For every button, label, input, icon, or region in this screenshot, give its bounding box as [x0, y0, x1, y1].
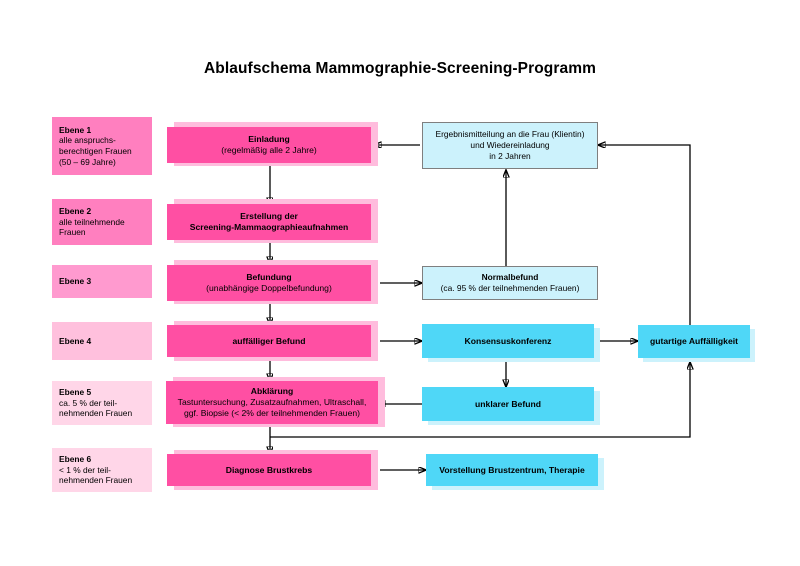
einladung-subtitle: (regelmäßig alle 2 Jahre)	[221, 145, 317, 155]
abklaerung-title: Abklärung	[250, 386, 294, 396]
node-befundung[interactable]: Befundung (unabhängige Doppelbefundung)	[167, 265, 371, 301]
level-box-ebene-2: Ebene 2 alle teilnehmende Frauen	[52, 199, 152, 245]
normalbefund-title: Normalbefund	[481, 272, 539, 283]
node-vorstellung-brustzentrum[interactable]: Vorstellung Brustzentrum, Therapie	[426, 454, 598, 486]
node-diagnose-brustkrebs[interactable]: Diagnose Brustkrebs	[167, 454, 371, 486]
node-einladung[interactable]: Einladung (regelmäßig alle 2 Jahre)	[167, 127, 371, 163]
node-ergebnismitteilung[interactable]: Ergebnismitteilung an die Frau (Klientin…	[422, 122, 598, 169]
diagnose-title: Diagnose Brustkrebs	[225, 464, 313, 475]
level-6-line-2: < 1 % der teil-	[59, 464, 111, 475]
level-6-title: Ebene 6	[59, 453, 92, 464]
node-normalbefund[interactable]: Normalbefund (ca. 95 % der teilnehmenden…	[422, 266, 598, 300]
level-2-title: Ebene 2	[59, 205, 92, 216]
ergebnismitteilung-line-1: Ergebnismitteilung an die Frau (Klientin…	[435, 129, 585, 140]
abklaerung-line-3: ggf. Biopsie (< 2% der teilnehmenden Fra…	[183, 408, 361, 418]
page-title: Ablaufschema Mammographie-Screening-Prog…	[204, 60, 596, 77]
level-5-line-3: nehmenden Frauen	[59, 408, 133, 419]
level-1-line-2: alle anspruchs-	[59, 135, 116, 146]
konsensuskonferenz-title: Konsensuskonferenz	[464, 335, 552, 346]
level-box-ebene-4: Ebene 4	[52, 322, 152, 360]
level-box-ebene-6: Ebene 6 < 1 % der teil- nehmenden Frauen	[52, 448, 152, 492]
ergebnismitteilung-line-2: und Wiedereinladung	[470, 140, 550, 151]
vorstellung-title: Vorstellung Brustzentrum, Therapie	[439, 464, 585, 475]
level-5-line-2: ca. 5 % der teil-	[59, 397, 118, 408]
level-box-ebene-1: Ebene 1 alle anspruchs- berechtigen Frau…	[52, 117, 152, 175]
auffaelliger-befund-title: auffälliger Befund	[232, 335, 306, 346]
erstellung-title: Erstellung der	[240, 211, 298, 221]
abklaerung-line-2: Tastuntersuchung, Zusatzaufnahmen, Ultra…	[177, 397, 367, 407]
level-2-line-2: alle teilnehmende	[59, 216, 125, 227]
node-gutartige-auffaelligkeit[interactable]: gutartige Auffälligkeit	[638, 325, 750, 358]
unklarer-befund-title: unklarer Befund	[475, 398, 541, 409]
level-4-title: Ebene 4	[59, 335, 92, 346]
level-box-ebene-5: Ebene 5 ca. 5 % der teil- nehmenden Frau…	[52, 381, 152, 425]
ergebnismitteilung-line-3: in 2 Jahren	[489, 150, 531, 161]
gutartige-title: gutartige Auffälligkeit	[649, 336, 738, 346]
level-1-line-3: berechtigen Frauen	[59, 146, 132, 156]
node-abklaerung[interactable]: Abklärung Tastuntersuchung, Zusatzaufnah…	[166, 381, 378, 424]
level-5-title: Ebene 5	[59, 386, 92, 397]
level-box-ebene-3: Ebene 3	[52, 265, 152, 298]
node-unklarer-befund[interactable]: unklarer Befund	[422, 387, 594, 421]
level-3-title: Ebene 3	[59, 276, 92, 287]
einladung-title: Einladung	[248, 134, 290, 144]
level-1-title: Ebene 1	[59, 124, 92, 135]
befundung-title: Befundung	[246, 272, 292, 282]
node-erstellung[interactable]: Erstellung der Screening-Mammaographieau…	[167, 204, 371, 240]
level-2-line-3: Frauen	[59, 227, 86, 238]
node-konsensuskonferenz[interactable]: Konsensuskonferenz	[422, 324, 594, 358]
node-auffaelliger-befund[interactable]: auffälliger Befund	[167, 325, 371, 357]
normalbefund-subtitle: (ca. 95 % der teilnehmenden Frauen)	[440, 283, 580, 293]
level-6-line-3: nehmenden Frauen	[59, 475, 133, 486]
wire-gutartige-to-ergebnismitteilung	[598, 145, 691, 325]
befundung-subtitle: (unabhängige Doppelbefundung)	[206, 283, 332, 293]
erstellung-subtitle: Screening-Mammaographieaufnahmen	[189, 222, 349, 232]
level-1-line-4: (50 – 69 Jahre)	[59, 156, 116, 167]
